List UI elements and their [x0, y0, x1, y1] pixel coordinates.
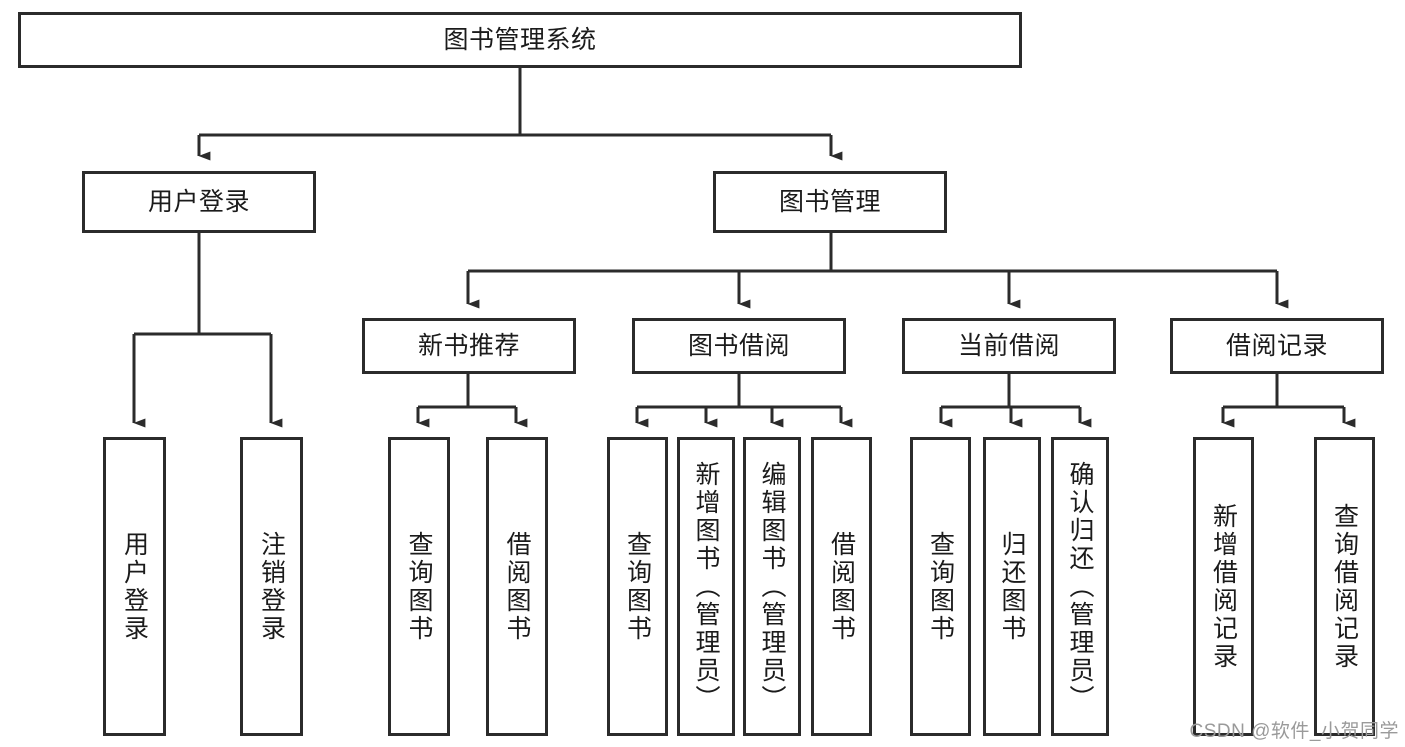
leaf-user-logout-label: 注销登录	[257, 530, 286, 643]
leaf-current-return-book-label: 归还图书	[998, 530, 1026, 643]
node-root-label: 图书管理系统	[443, 26, 597, 54]
leaf-borrow-query-book-label: 查询图书	[623, 530, 652, 643]
leaf-user-login[interactable]: 用户登录	[103, 437, 166, 736]
node-user-login-label: 用户登录	[147, 188, 250, 216]
node-new-book-recommend[interactable]: 新书推荐	[362, 318, 576, 374]
node-book-manage-label: 图书管理	[778, 188, 881, 216]
node-book-borrow[interactable]: 图书借阅	[632, 318, 846, 374]
leaf-record-query-record[interactable]: 查询借阅记录	[1314, 437, 1375, 736]
leaf-current-confirm-return-label: 确认归还（管理员）	[1066, 460, 1094, 713]
leaf-current-confirm-return[interactable]: 确认归还（管理员）	[1051, 437, 1109, 736]
leaf-user-login-label: 用户登录	[120, 530, 149, 643]
node-user-login[interactable]: 用户登录	[82, 171, 316, 233]
leaf-borrow-query-book[interactable]: 查询图书	[607, 437, 668, 736]
leaf-borrow-edit-book[interactable]: 编辑图书（管理员）	[743, 437, 801, 736]
leaf-record-query-record-label: 查询借阅记录	[1330, 502, 1359, 671]
leaf-current-return-book[interactable]: 归还图书	[983, 437, 1041, 736]
leaf-borrow-borrow-book-label: 借阅图书	[827, 530, 856, 643]
node-borrow-record[interactable]: 借阅记录	[1170, 318, 1384, 374]
leaf-current-query-book[interactable]: 查询图书	[910, 437, 971, 736]
node-borrow-record-label: 借阅记录	[1225, 332, 1328, 360]
node-current-borrow-label: 当前借阅	[957, 332, 1060, 360]
node-current-borrow[interactable]: 当前借阅	[902, 318, 1116, 374]
leaf-recommend-query-book[interactable]: 查询图书	[388, 437, 450, 736]
leaf-recommend-query-book-label: 查询图书	[405, 530, 433, 643]
leaf-recommend-borrow-book[interactable]: 借阅图书	[486, 437, 548, 736]
leaf-user-logout[interactable]: 注销登录	[240, 437, 303, 736]
node-root[interactable]: 图书管理系统	[18, 12, 1022, 68]
leaf-borrow-add-book-label: 新增图书（管理员）	[692, 460, 720, 713]
node-book-manage[interactable]: 图书管理	[713, 171, 947, 233]
node-new-book-recommend-label: 新书推荐	[417, 332, 520, 360]
csdn-watermark: CSDN @软件_小贺同学	[1189, 721, 1399, 742]
node-book-borrow-label: 图书借阅	[687, 332, 790, 360]
leaf-recommend-borrow-book-label: 借阅图书	[503, 530, 531, 643]
leaf-borrow-add-book[interactable]: 新增图书（管理员）	[677, 437, 735, 736]
leaf-borrow-edit-book-label: 编辑图书（管理员）	[758, 460, 786, 713]
leaf-record-add-record-label: 新增借阅记录	[1209, 502, 1238, 671]
leaf-record-add-record[interactable]: 新增借阅记录	[1193, 437, 1254, 736]
leaf-borrow-borrow-book[interactable]: 借阅图书	[811, 437, 872, 736]
leaf-current-query-book-label: 查询图书	[926, 530, 955, 643]
